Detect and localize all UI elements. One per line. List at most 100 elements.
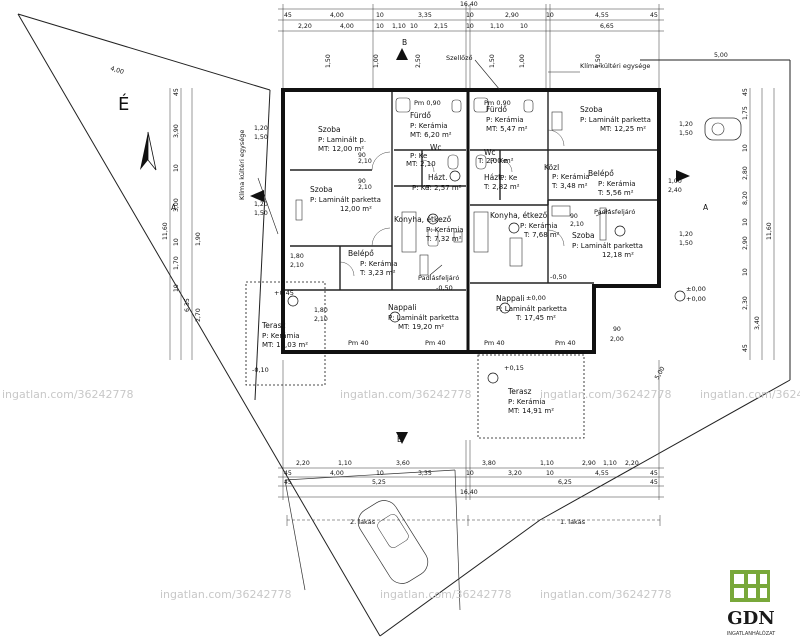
- svg-text:1,20: 1,20: [679, 121, 693, 128]
- svg-text:2,10: 2,10: [314, 316, 328, 323]
- svg-text:2,10: 2,10: [570, 221, 584, 228]
- svg-text:5,00: 5,00: [714, 52, 728, 59]
- building-walls: [245, 88, 661, 439]
- svg-text:10: 10: [410, 23, 418, 30]
- label-klima-side: Klíma kültéri egysége: [238, 130, 246, 200]
- svg-text:+0,45: +0,45: [274, 289, 294, 297]
- svg-text:90: 90: [570, 213, 578, 220]
- svg-text:-0,50: -0,50: [550, 273, 567, 281]
- svg-text:±0,00: ±0,00: [526, 294, 546, 302]
- svg-text:45: 45: [284, 470, 292, 477]
- svg-text:2,90: 2,90: [742, 236, 749, 250]
- svg-text:10: 10: [376, 23, 384, 30]
- room-terasz-r: Terasz P: Kerámia MT: 14,91 m²: [507, 387, 554, 415]
- dim-bottom-total: 16,40: [460, 489, 478, 496]
- room-furdo-l: Fürdő P: Kerámia MT: 6,20 m²: [410, 111, 452, 139]
- dim-right-total: 11,60: [766, 222, 773, 240]
- section-b-top: B: [402, 38, 407, 47]
- room-terasz-l: Terasz P: Kerámia MT: 17,03 m²: [261, 321, 308, 349]
- svg-text:1,70: 1,70: [173, 256, 180, 270]
- svg-text:45: 45: [742, 344, 749, 352]
- room-konyha-r: Konyha, étkező P: Kerámia T: 7,68 m²: [490, 211, 560, 239]
- svg-text:1,50: 1,50: [325, 54, 332, 68]
- svg-text:12,18 m²: 12,18 m²: [602, 251, 634, 259]
- svg-text:ingatlan.com/36242778: ingatlan.com/36242778: [700, 388, 800, 401]
- level-markers: [287, 170, 686, 384]
- svg-text:1,50: 1,50: [679, 240, 693, 247]
- svg-text:P: Laminált parketta: P: Laminált parketta: [572, 242, 643, 250]
- svg-text:ingatlan.com/36242778: ingatlan.com/36242778: [540, 588, 672, 601]
- svg-text:1,50: 1,50: [679, 130, 693, 137]
- svg-text:10: 10: [546, 470, 554, 477]
- label-szellozo: Szellőző: [446, 53, 473, 62]
- label-padlas-right: Padlásfeljáró: [594, 208, 635, 216]
- label-lakas2: 2. lakás: [350, 518, 376, 526]
- svg-text:1,90: 1,90: [195, 232, 202, 246]
- label-pm40-2: Pm 40: [425, 339, 446, 347]
- svg-text:12,00 m²: 12,00 m²: [340, 205, 372, 213]
- room-wc-r: Wc P: Ke T: 2,00 m²: [477, 148, 514, 165]
- svg-text:1,00: 1,00: [519, 54, 526, 68]
- room-szoba-l2: Szoba P: Laminált parketta 12,00 m²: [310, 185, 381, 213]
- svg-text:2,20: 2,20: [298, 23, 312, 30]
- label-pm-top-right: Pm 0,90: [484, 99, 511, 107]
- svg-text:Wc: Wc: [430, 143, 442, 152]
- svg-text:P: Laminált parketta: P: Laminált parketta: [496, 305, 567, 313]
- svg-text:45: 45: [742, 88, 749, 96]
- dim-bottom-row2: 45 4,00 10 3,35 10 3,20 10 4,55 45: [284, 470, 658, 477]
- svg-text:+0,00: +0,00: [686, 295, 706, 303]
- room-szoba-r1: Szoba P: Laminált parketta MT: 12,25 m²: [580, 105, 651, 133]
- driveway: [284, 117, 742, 611]
- svg-text:10: 10: [466, 470, 474, 477]
- svg-text:Terasz: Terasz: [507, 387, 532, 396]
- dim-left: 45 3,90 10 3,00 10 1,70 10 6,35 2,70 1,9…: [173, 88, 202, 322]
- svg-text:10: 10: [173, 284, 180, 292]
- svg-text:ingatlan.com/36242778: ingatlan.com/36242778: [340, 388, 472, 401]
- svg-text:1,10: 1,10: [603, 460, 617, 467]
- section-a-right: A: [703, 203, 709, 212]
- svg-text:10: 10: [173, 164, 180, 172]
- svg-text:ingatlan.com/36242778: ingatlan.com/36242778: [2, 388, 134, 401]
- svg-text:10: 10: [466, 23, 474, 30]
- label-pm40-4: Pm 40: [555, 339, 576, 347]
- svg-text:1,00: 1,00: [373, 54, 380, 68]
- svg-text:45: 45: [284, 479, 292, 486]
- svg-text:T: 2,00 m²: T: 2,00 m²: [477, 157, 514, 165]
- svg-text:1,10: 1,10: [490, 23, 504, 30]
- room-belepo-r: Belépő P: Kerámia T: 5,56 m²: [588, 169, 636, 197]
- svg-text:Konyha, étkező: Konyha, étkező: [490, 211, 548, 220]
- svg-text:P: Laminált parketta: P: Laminált parketta: [580, 116, 651, 124]
- svg-text:2,20: 2,20: [625, 460, 639, 467]
- svg-text:Terasz: Terasz: [261, 321, 286, 330]
- svg-text:2,20: 2,20: [296, 460, 310, 467]
- svg-text:3,00: 3,00: [173, 198, 180, 212]
- svg-text:2,10: 2,10: [358, 158, 372, 165]
- svg-text:P: Ke: P: Ke: [412, 184, 429, 192]
- svg-text:P: Kerámia: P: Kerámia: [360, 260, 398, 268]
- label-padlas-left: Padlásfeljáró: [418, 274, 459, 282]
- svg-text:P: Kerámia: P: Kerámia: [262, 332, 300, 340]
- svg-text:6,65: 6,65: [600, 23, 614, 30]
- label-lakas1: 1. lakás: [560, 518, 586, 526]
- logo-tagline: INGATLANHÁLÓZAT: [727, 630, 776, 637]
- svg-text:P: Kerámia: P: Kerámia: [426, 226, 464, 234]
- svg-text:T: 2,82 m²: T: 2,82 m²: [483, 183, 520, 191]
- dim-top-row1: 45 4,00 10 3,35 10 2,90 10 4,55 45: [284, 12, 658, 19]
- svg-text:10: 10: [546, 12, 554, 19]
- svg-text:1,20: 1,20: [254, 201, 268, 208]
- svg-text:1,20: 1,20: [679, 231, 693, 238]
- svg-text:Belépő: Belépő: [588, 169, 614, 178]
- svg-text:2,80: 2,80: [742, 166, 749, 180]
- gdn-logo: GDN INGATLANHÁLÓZAT: [727, 570, 776, 637]
- svg-text:3,35: 3,35: [418, 12, 432, 19]
- svg-text:P: Kerámia: P: Kerámia: [486, 116, 524, 124]
- svg-text:1,50: 1,50: [254, 134, 268, 141]
- svg-text:2,00: 2,00: [610, 336, 624, 343]
- section-b-bottom: B: [397, 435, 402, 444]
- svg-text:3,40: 3,40: [754, 316, 761, 330]
- svg-text:1,50: 1,50: [595, 54, 602, 68]
- svg-text:1,50: 1,50: [489, 54, 496, 68]
- dim-top-row2: 2,20 4,00 10 1,10 10 2,15 10 1,10 10 6,6…: [298, 23, 614, 30]
- svg-text:45: 45: [284, 12, 292, 19]
